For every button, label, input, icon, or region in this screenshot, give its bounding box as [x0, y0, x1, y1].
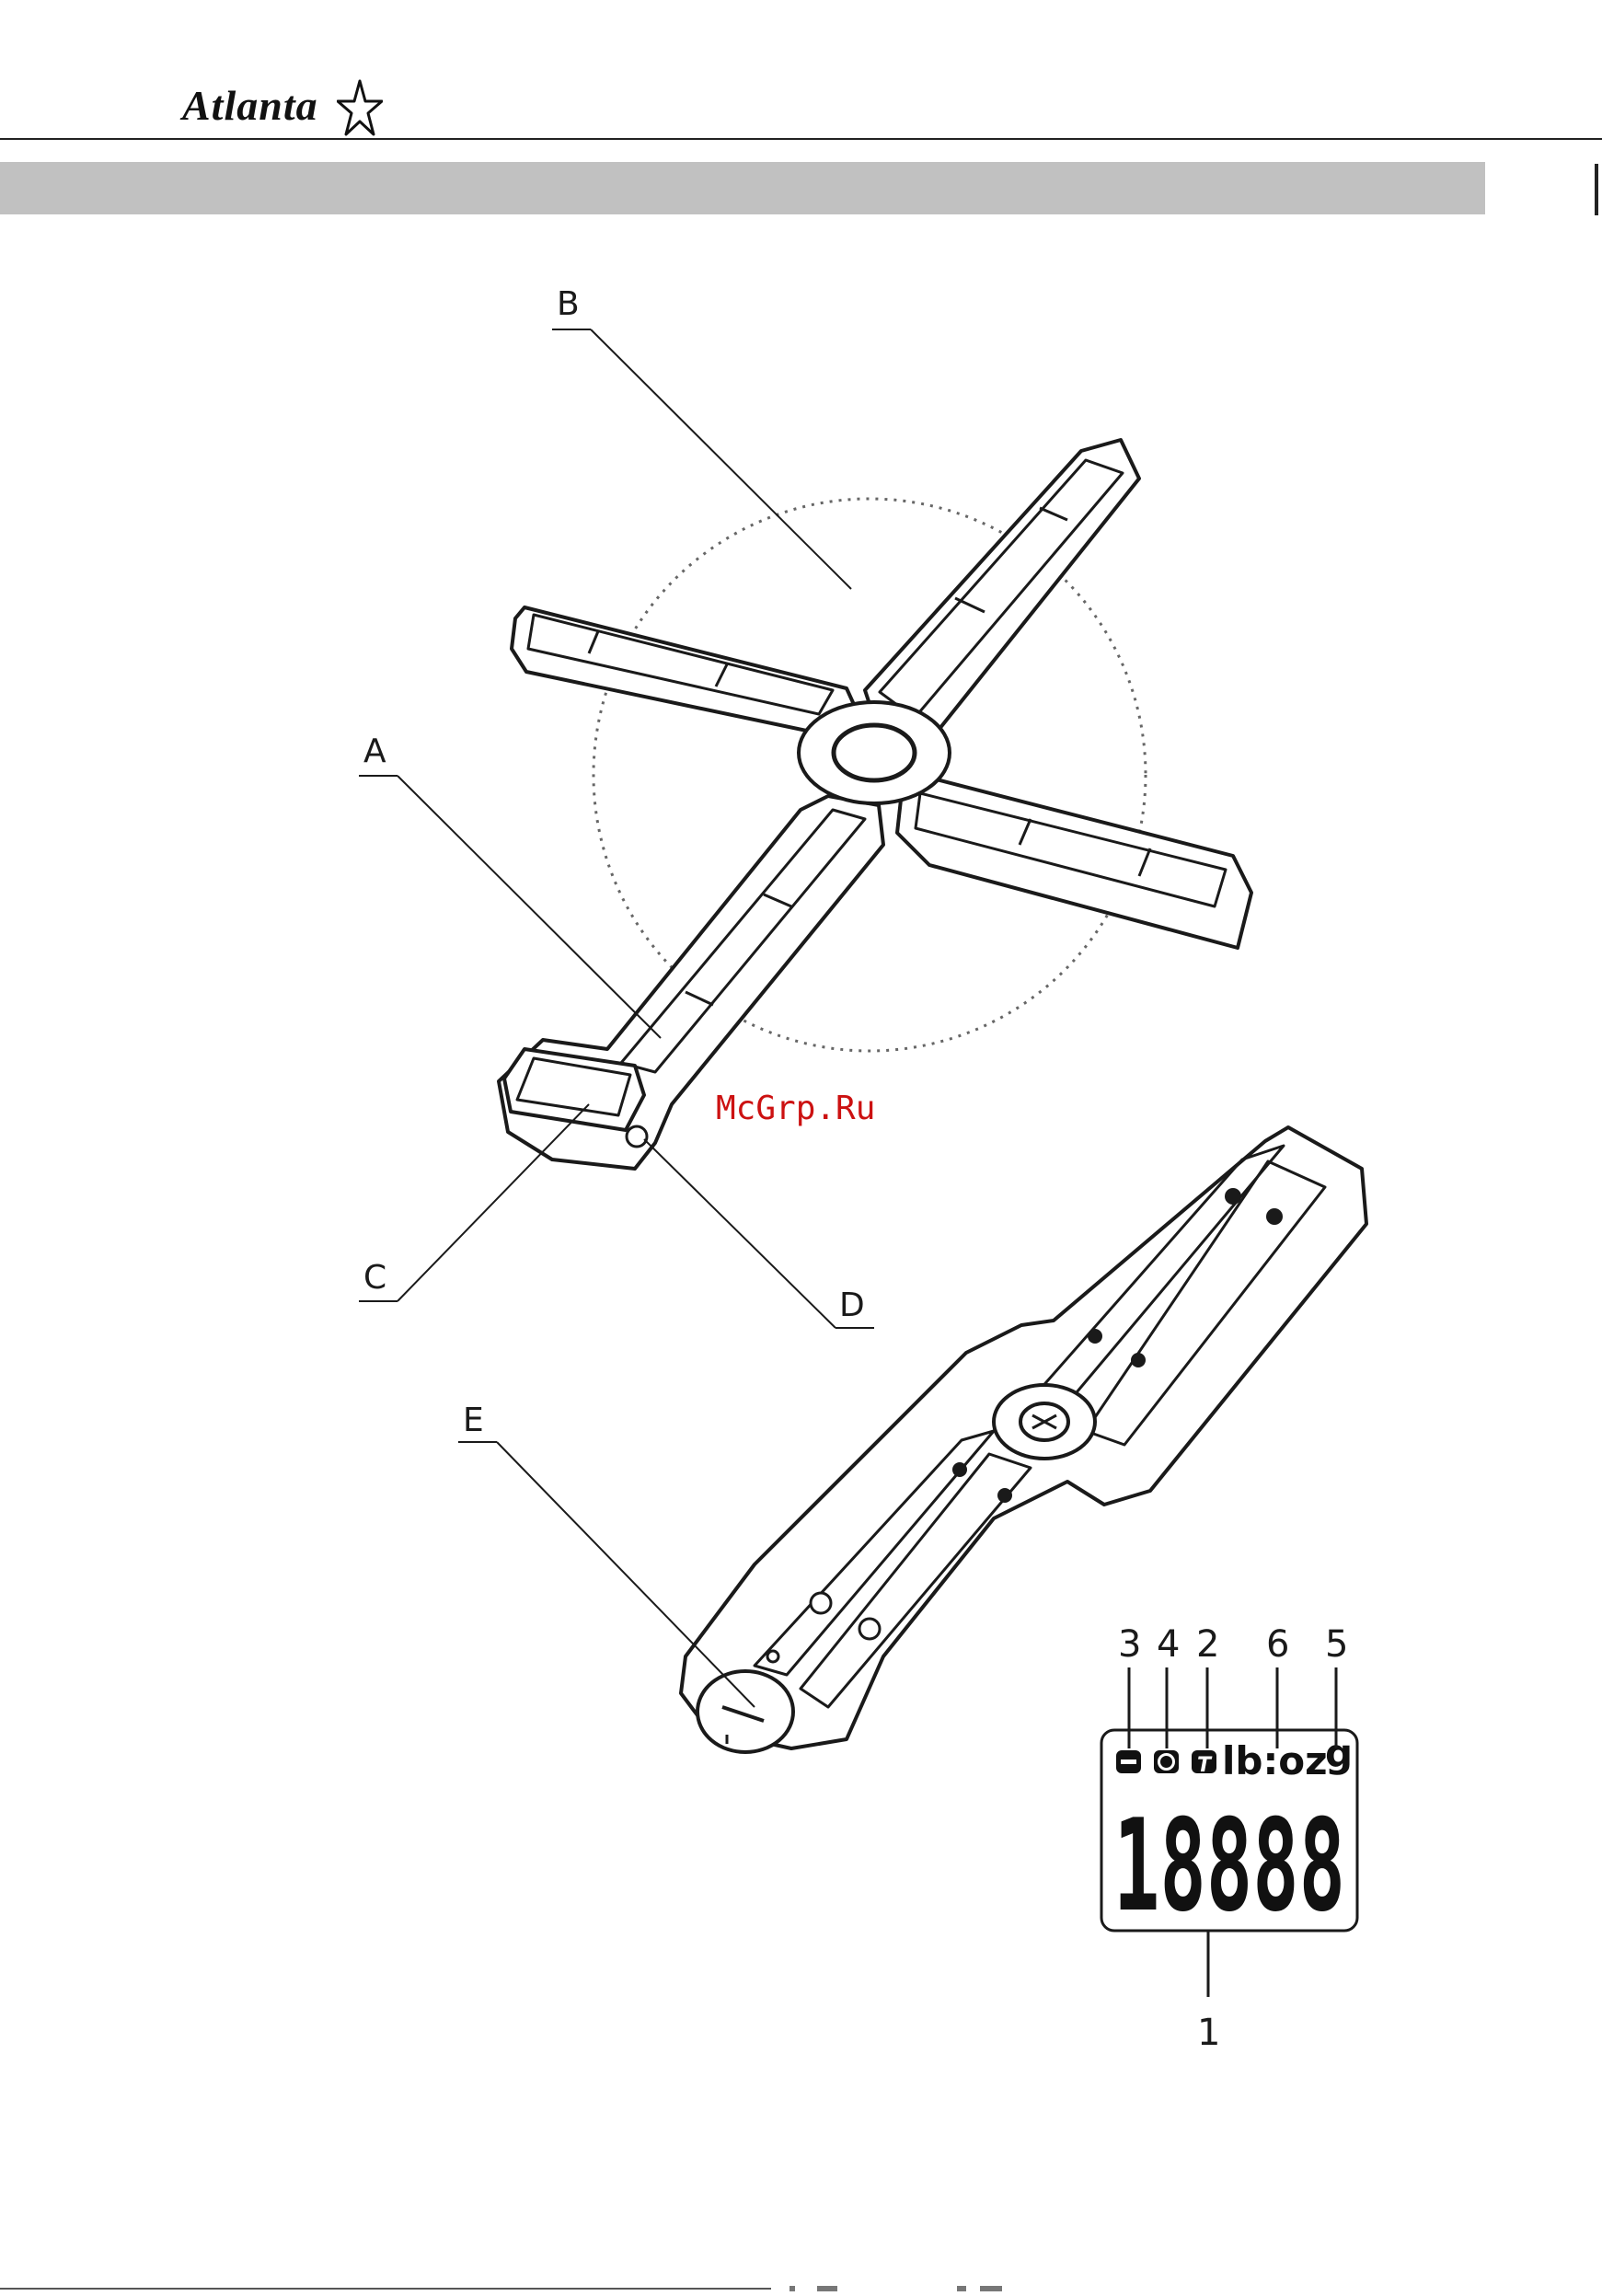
lcd-display: T lb:oz g 18888 — [1101, 1730, 1357, 1940]
hub-top — [799, 702, 950, 803]
callout-D: D — [839, 1286, 865, 1324]
callout-A: A — [363, 733, 386, 770]
arm-left — [512, 607, 856, 736]
callout-3: 3 — [1118, 1623, 1141, 1666]
battery-cover-E — [697, 1671, 793, 1752]
button-D — [627, 1126, 647, 1147]
scale-folded-view — [681, 1127, 1366, 1752]
footer-mark — [817, 2286, 837, 2291]
arm-right — [897, 778, 1251, 948]
callout-E: E — [463, 1402, 484, 1439]
footer-mark — [957, 2286, 966, 2291]
arm-up — [865, 440, 1139, 747]
callout-2: 2 — [1196, 1623, 1219, 1666]
callout-1: 1 — [1197, 2012, 1220, 2054]
callout-4: 4 — [1157, 1623, 1180, 1666]
callout-5: 5 — [1325, 1623, 1348, 1666]
lcd-digits-text: 18888 — [1113, 1792, 1345, 1940]
footer-rule — [0, 2288, 771, 2290]
callout-B: B — [557, 285, 580, 323]
callout-C: C — [363, 1259, 386, 1297]
unit-lb-oz: lb:oz — [1222, 1738, 1328, 1783]
watermark-text: McGrp.Ru — [716, 1090, 875, 1127]
lcd-digits: 18888 — [1113, 1792, 1345, 1940]
footer-mark — [789, 2286, 795, 2291]
scale-top-view — [499, 440, 1251, 1169]
tare-symbol: T — [1197, 1754, 1213, 1777]
callout-6: 6 — [1266, 1623, 1289, 1666]
unit-g: g — [1325, 1731, 1353, 1776]
footer-mark — [980, 2286, 1002, 2291]
